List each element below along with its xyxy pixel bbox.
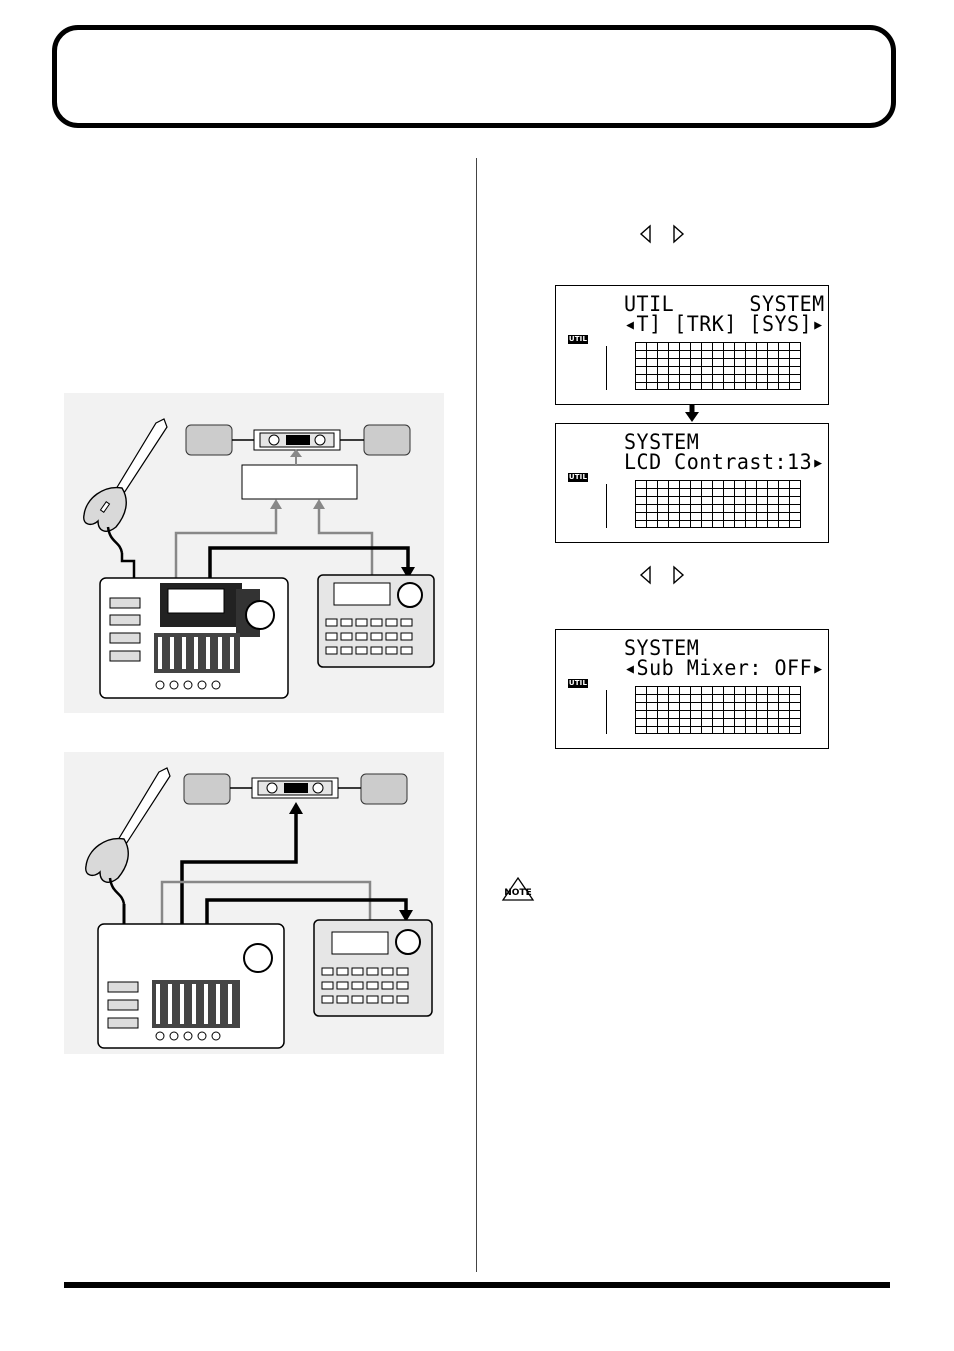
speaker-right: [360, 773, 408, 805]
guitar-illustration: [83, 418, 168, 554]
util-badge: UTIL: [568, 679, 588, 688]
triangle-left-icon: [639, 224, 651, 244]
connection-diagram-1: [64, 393, 444, 713]
lcd-level-bar: [606, 690, 607, 734]
lcd-line-1: UTIL SYSTEM: [624, 290, 825, 317]
speaker-left: [185, 424, 233, 456]
lcd-line-2: LCD Contrast:13▸: [624, 448, 825, 475]
page-footer-rule: [64, 1282, 890, 1288]
rhythm-machine: [317, 574, 435, 668]
lcd-dot-grid: [635, 686, 801, 734]
note-icon-label: NOTE: [504, 888, 531, 898]
connection-diagram-2: [64, 752, 444, 1054]
lcd-line-1: SYSTEM: [624, 428, 700, 455]
lcd-dot-grid: [635, 480, 801, 528]
lcd-line-2: ◂Sub Mixer: OFF▸: [624, 654, 825, 681]
lcd-line-2: ◂T] [TRK] [SYS]▸: [624, 310, 825, 337]
chapter-title-box: [52, 25, 896, 128]
lcd-screen-lcd-contrast: SYSTEM LCD Contrast:13▸ UTIL: [555, 423, 829, 543]
speaker-left: [183, 773, 231, 805]
lcd-level-bar: [606, 346, 607, 390]
lcd-screen-util-system: UTIL SYSTEM ◂T] [TRK] [SYS]▸ UTIL: [555, 285, 829, 405]
cursor-buttons-1: [639, 224, 685, 244]
triangle-right-icon: [673, 565, 685, 585]
triangle-left-icon: [639, 565, 651, 585]
lcd-level-bar: [606, 484, 607, 528]
speaker-right: [363, 424, 411, 456]
multitrack-recorder: [99, 577, 289, 699]
power-amp: [251, 777, 339, 799]
lcd-dot-grid: [635, 342, 801, 390]
multitrack-recorder: [97, 923, 285, 1049]
down-arrow-icon: [685, 404, 699, 422]
column-divider: [476, 158, 477, 1272]
util-badge: UTIL: [568, 473, 588, 482]
rhythm-machine: [313, 919, 433, 1017]
cursor-buttons-2: [639, 565, 685, 585]
power-amp: [253, 429, 341, 451]
external-mixer-box: [241, 464, 358, 500]
util-badge: UTIL: [568, 335, 588, 344]
note-icon: NOTE: [501, 876, 535, 901]
guitar-illustration: [85, 767, 171, 905]
lcd-screen-sub-mixer: SYSTEM ◂Sub Mixer: OFF▸ UTIL: [555, 629, 829, 749]
triangle-right-icon: [673, 224, 685, 244]
lcd-line-1: SYSTEM: [624, 634, 700, 661]
